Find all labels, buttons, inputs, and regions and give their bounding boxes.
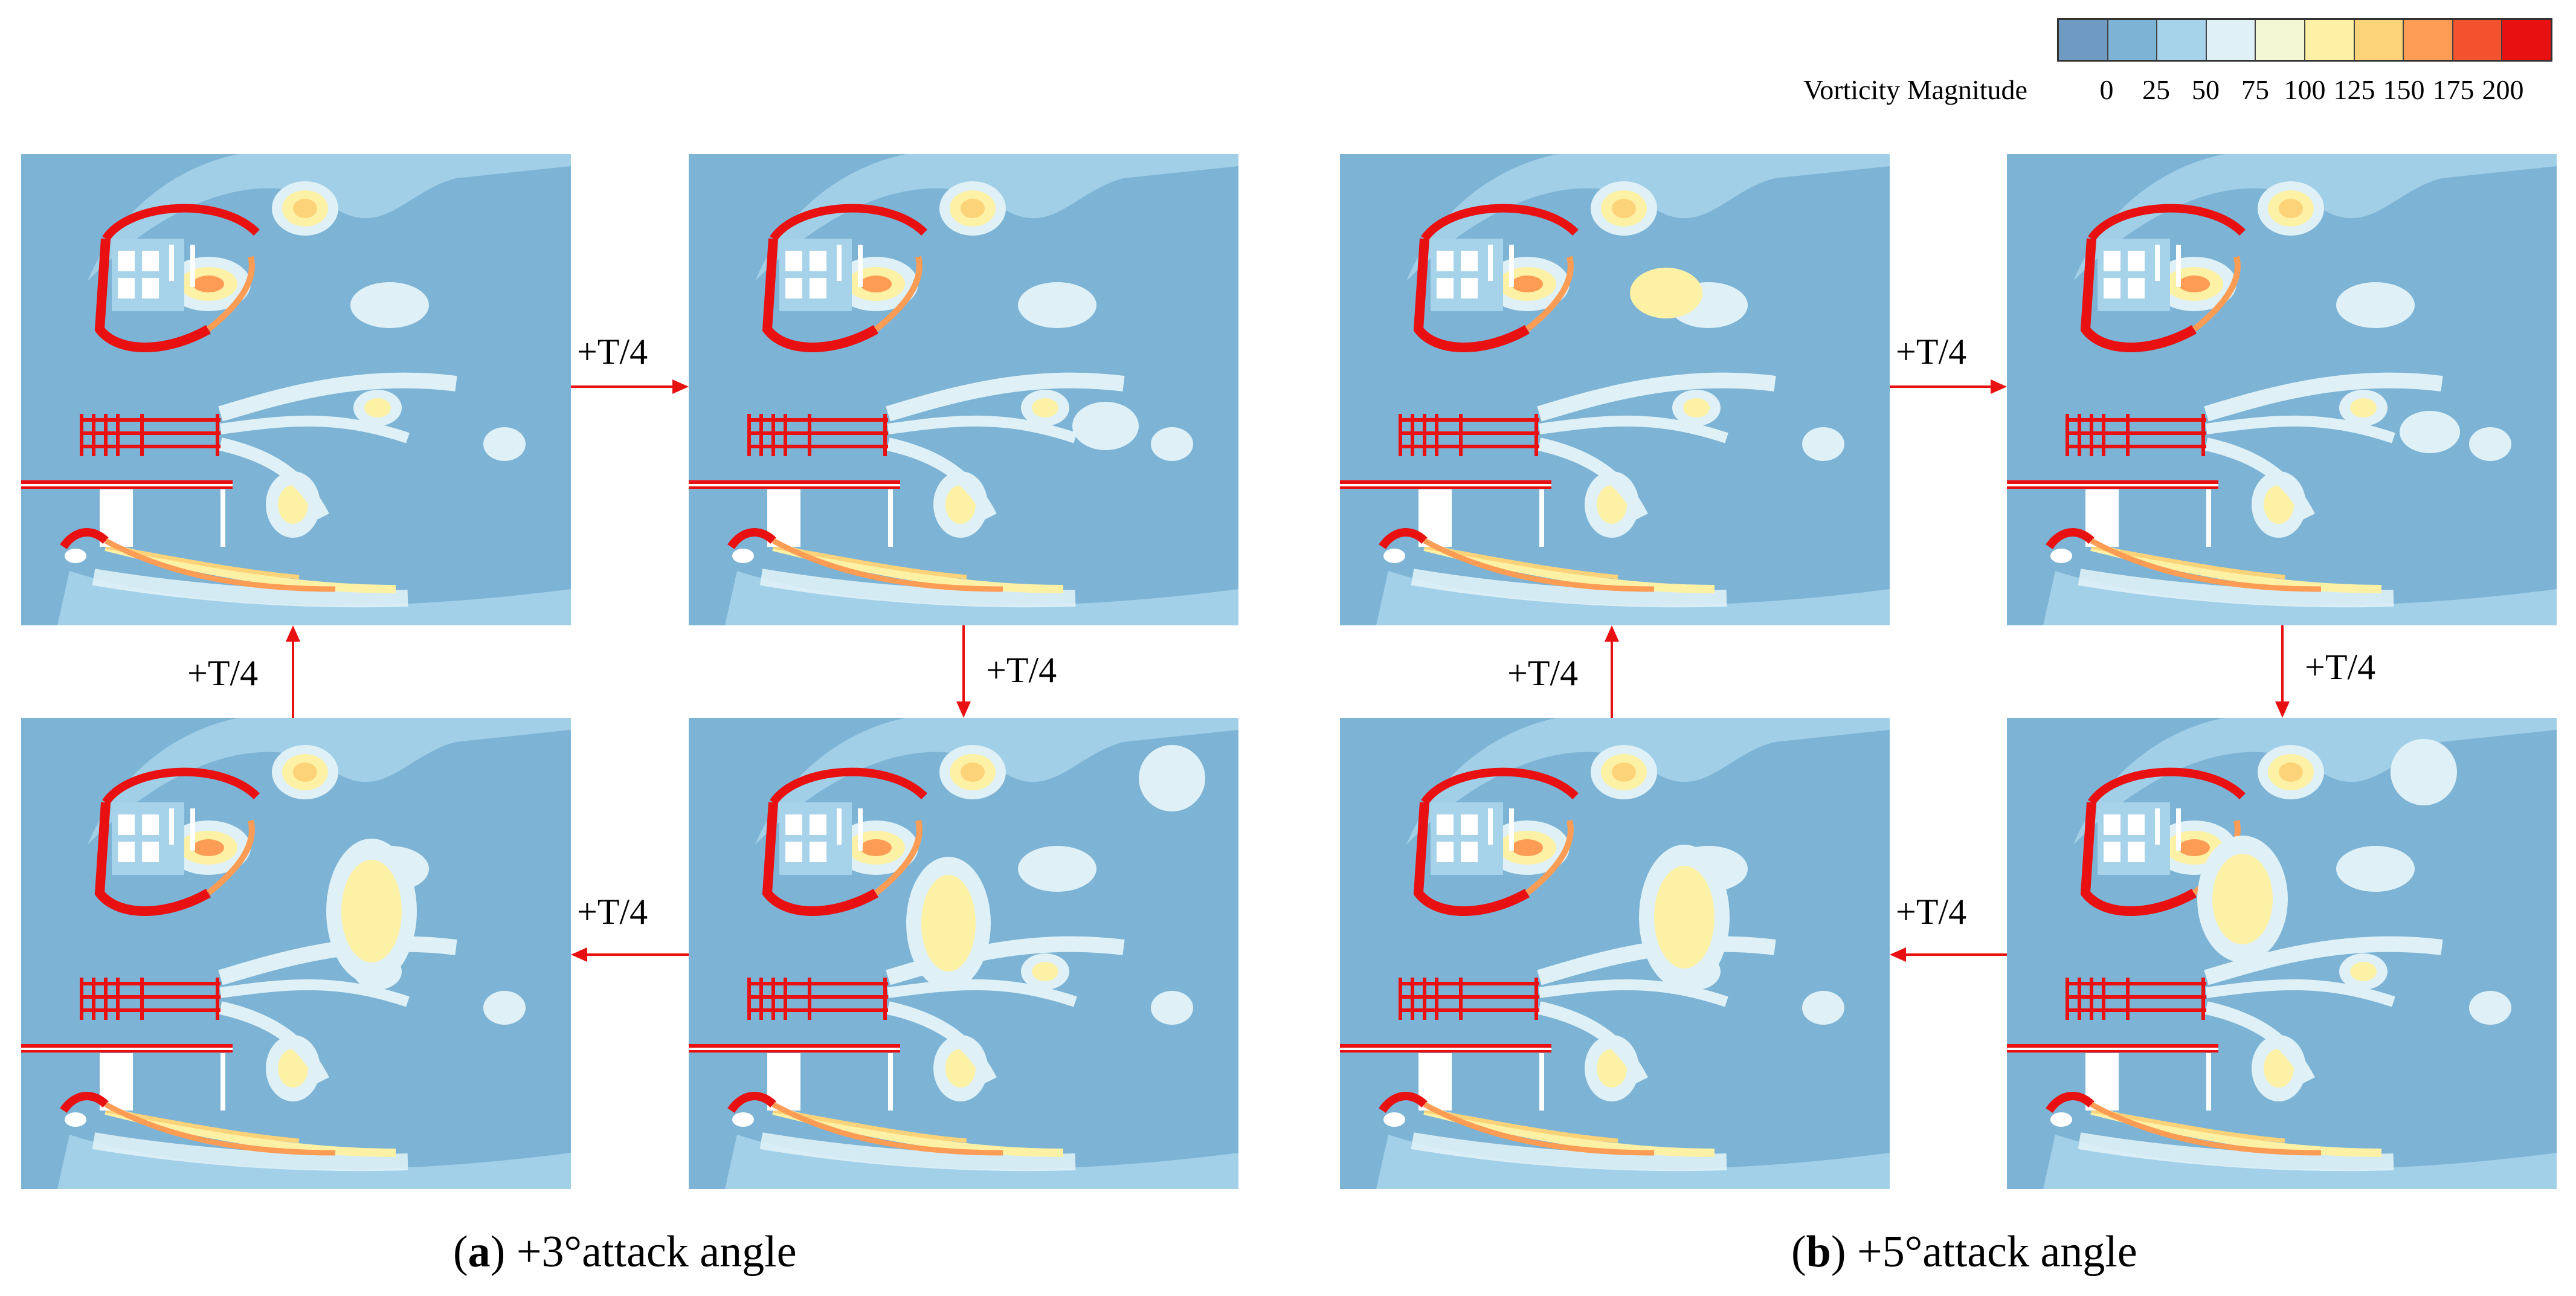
legend-swatch	[2354, 20, 2404, 60]
legend-swatch	[2305, 20, 2355, 60]
step-label-b-up: +T/4	[1507, 653, 1579, 693]
arrow-a-up	[286, 625, 300, 718]
legend-swatch	[2453, 20, 2503, 60]
legend-swatch	[2157, 20, 2207, 60]
legend-swatch	[2404, 20, 2453, 60]
legend-swatch	[2206, 20, 2256, 60]
step-label-a-down: +T/4	[986, 650, 1057, 690]
panel-b-t2	[2007, 718, 2557, 1189]
caption-a-letter: a	[468, 1227, 491, 1277]
legend-tick-label: 100	[2284, 74, 2326, 105]
panel-b-t0	[1340, 154, 1890, 625]
legend-tick-label: 25	[2142, 74, 2170, 105]
step-label-a-right: +T/4	[577, 332, 648, 372]
legend-tick-label: 125	[2333, 74, 2375, 105]
arrow-b-left	[1890, 947, 2007, 962]
legend-swatch	[2059, 20, 2108, 60]
step-label-a-up: +T/4	[187, 653, 259, 693]
arrow-a-down	[956, 625, 971, 718]
caption-a-text: +3°attack angle	[505, 1227, 797, 1277]
panel-a-t0	[21, 154, 571, 625]
legend-swatch	[2256, 20, 2305, 60]
step-label-b-down: +T/4	[2305, 647, 2376, 687]
legend-tick-label: 0	[2099, 74, 2114, 105]
arrow-b-right	[1890, 379, 2007, 394]
panel-a-t2	[689, 718, 1238, 1189]
arrow-b-down	[2275, 625, 2290, 718]
caption-b-letter: b	[1806, 1227, 1831, 1277]
arrow-a-right	[571, 379, 689, 394]
step-label-b-right: +T/4	[1896, 332, 1967, 372]
panel-a-t3	[21, 718, 571, 1189]
panel-a-t1	[689, 154, 1238, 625]
caption-b-text: +5°attack angle	[1846, 1227, 2137, 1277]
legend-tick-label: 75	[2241, 74, 2269, 105]
legend-tick-label: 200	[2482, 74, 2524, 105]
step-label-b-left: +T/4	[1896, 892, 1967, 932]
legend-colorbar	[2057, 18, 2552, 62]
caption-b: (b) +5°attack angle	[1791, 1227, 2137, 1277]
arrow-a-left	[571, 947, 689, 962]
caption-a: (a) +3°attack angle	[453, 1227, 797, 1277]
arrow-b-up	[1605, 625, 1619, 718]
step-label-a-left: +T/4	[577, 892, 648, 932]
legend-tick-label: 175	[2432, 74, 2475, 105]
legend-swatch	[2108, 20, 2158, 60]
panel-b-t3	[1340, 718, 1890, 1189]
legend-swatch	[2502, 20, 2551, 60]
legend-tick-label: 50	[2192, 74, 2220, 105]
legend-title: Vorticity Magnitude	[1803, 74, 2027, 105]
panel-b-t1	[2007, 154, 2557, 625]
legend-tick-label: 150	[2383, 74, 2425, 105]
